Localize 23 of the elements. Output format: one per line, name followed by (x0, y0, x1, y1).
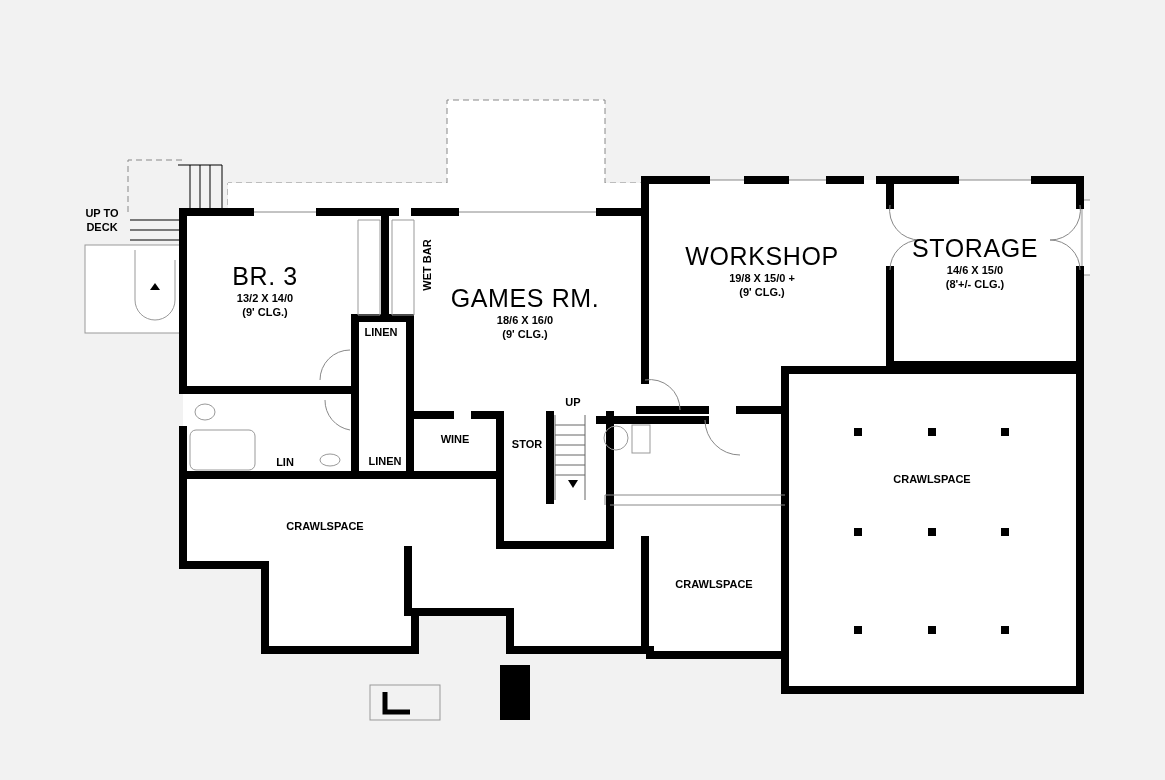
room-name: CRAWLSPACE (286, 520, 364, 534)
room-name: STOR (511, 438, 543, 452)
ceiling-height: (9' CLG.) (739, 285, 785, 300)
room-name: STORAGE (911, 232, 1039, 264)
room-name: WINE (440, 433, 470, 447)
room-dimensions: 19/8 X 15/0 + (729, 271, 795, 286)
room-name: LINEN (368, 455, 402, 469)
stair-label: UP (564, 396, 582, 410)
room-name: LINEN (364, 326, 398, 340)
ceiling-height: (9' CLG.) (502, 327, 548, 342)
room-dimensions: 18/6 X 16/0 (496, 313, 554, 328)
room-name: CRAWLSPACE (893, 473, 971, 487)
room-dimensions: 13/2 X 14/0 (236, 291, 294, 306)
fixture-label: WET BAR (421, 239, 435, 291)
room-name: CRAWLSPACE (675, 578, 753, 592)
ceiling-height: (8'+/- CLG.) (945, 277, 1005, 292)
room-name: LIN (276, 456, 294, 470)
stair-label: UP TO DECK (84, 207, 120, 235)
room-name: WORKSHOP (685, 240, 839, 272)
ceiling-height: (9' CLG.) (242, 305, 288, 320)
room-name: GAMES RM. (450, 282, 600, 314)
room-name: BR. 3 (232, 260, 298, 292)
room-dimensions: 14/6 X 15/0 (946, 263, 1004, 278)
